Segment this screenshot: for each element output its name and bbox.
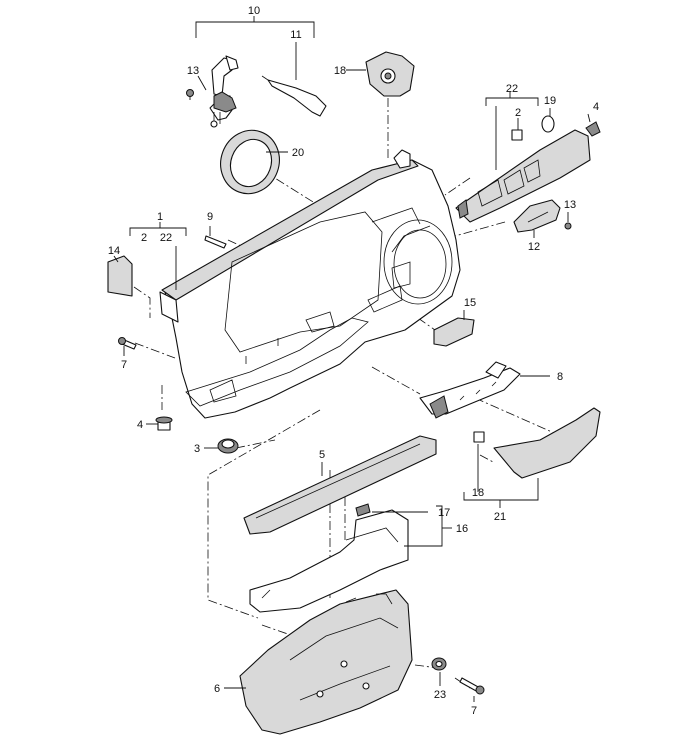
washer-23 [431,657,447,671]
callout-12: 12 [528,241,540,253]
screw-7-bottom [459,677,485,695]
callout-2-left: 2 [141,232,147,244]
armrest-pad-5 [243,435,437,535]
callout-7-bottom: 7 [471,705,477,717]
callout-7-left: 7 [121,359,127,371]
speaker-ring [220,129,280,195]
callout-16: 16 [456,523,468,535]
plug-4-left [155,416,173,431]
callout-9: 9 [207,211,213,223]
trim-cover-14 [107,255,133,297]
callout-4-left: 4 [137,419,143,431]
callout-4-right: 4 [593,101,599,113]
callout-23: 23 [434,689,446,701]
callout-19: 19 [544,95,556,107]
callout-20: 20 [292,147,304,159]
door-latch-assembly [186,55,327,128]
cover-15 [433,317,475,347]
armrest-trim-21 [473,407,601,479]
callout-14: 14 [108,245,120,257]
callout-13-top: 13 [187,65,199,77]
callout-6: 6 [214,683,220,695]
mirror-trim-cap [365,51,415,97]
callout-2-right: 2 [515,107,521,119]
callout-18-bottom: 18 [472,487,484,499]
callout-labels: 10 11 13 18 20 9 1 2 22 14 7 4 3 5 6 22 … [108,5,599,717]
callout-11: 11 [290,29,301,41]
screw-9 [204,235,227,249]
switch-trim-panel [455,115,601,223]
callout-22-right: 22 [506,83,518,95]
callout-13-right: 13 [564,199,576,211]
door-pocket-6 [239,589,413,735]
inner-handle-12 [513,199,572,233]
callout-3: 3 [194,443,200,455]
callout-5: 5 [319,449,325,461]
screw-7-left [118,337,137,350]
plug-3 [217,438,239,454]
callout-22-left: 22 [160,232,172,244]
callout-1: 1 [157,211,163,223]
callout-21: 21 [494,511,506,523]
callout-8: 8 [557,371,563,383]
armrest-carrier-16 [249,503,409,613]
callout-17: 17 [438,507,450,519]
pull-handle-bracket-8 [419,361,521,419]
door-trim-panel [159,149,461,419]
callout-10: 10 [248,5,260,17]
callout-18-top: 18 [334,65,346,77]
callout-15: 15 [464,297,476,309]
leader-lines [113,16,591,702]
